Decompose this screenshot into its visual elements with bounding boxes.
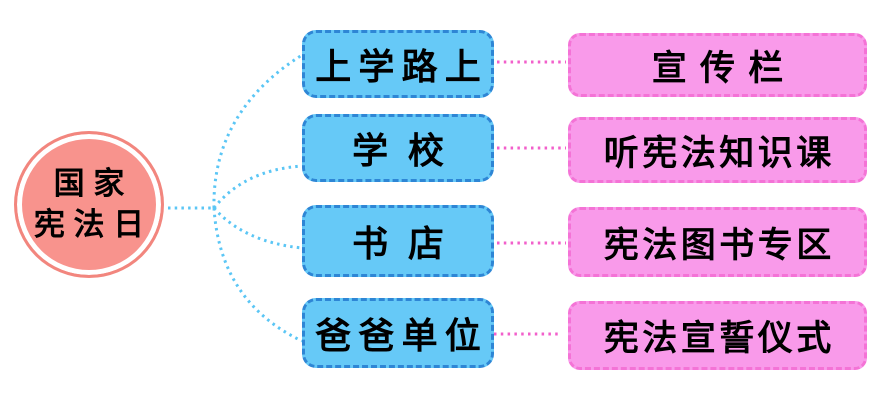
branch-node-label: 学校 <box>352 130 464 172</box>
connector-root-branch-2 <box>212 164 303 209</box>
leaf-node-label: 宪法宣誓仪式 <box>603 318 835 359</box>
leaf-node-label: 宣传栏 <box>651 47 797 89</box>
branch-node-xuexiao[interactable]: 学校 <box>302 114 494 182</box>
leaf-node-xianfatushuzhuanqu[interactable]: 宪法图书专区 <box>568 207 867 277</box>
root-node-label-line1: 国家 <box>53 166 134 203</box>
branch-node-label: 书店 <box>352 223 464 265</box>
connector-root-branch-1 <box>212 53 303 209</box>
leaf-node-xuanchuanlan[interactable]: 宣传栏 <box>568 33 867 97</box>
root-node-label-line2: 宪法日 <box>33 206 153 243</box>
connector-root-branch-4 <box>212 207 303 343</box>
leaf-node-label: 宪法图书专区 <box>603 224 835 266</box>
leaf-node-tingxianfazhishike[interactable]: 听宪法知识课 <box>568 117 867 183</box>
connector-root-branch-3 <box>212 207 303 250</box>
root-node[interactable]: 国家 宪法日 <box>14 131 164 278</box>
branch-node-label: 爸爸单位 <box>315 315 488 357</box>
branch-node-babadanwei[interactable]: 爸爸单位 <box>302 298 494 368</box>
branch-node-shudian[interactable]: 书店 <box>302 205 494 277</box>
branch-node-shangxuelushang[interactable]: 上学路上 <box>302 30 494 98</box>
leaf-node-xianfaxuanshiyishi[interactable]: 宪法宣誓仪式 <box>568 301 867 370</box>
leaf-node-label: 听宪法知识课 <box>603 132 835 174</box>
branch-node-label: 上学路上 <box>315 46 488 88</box>
